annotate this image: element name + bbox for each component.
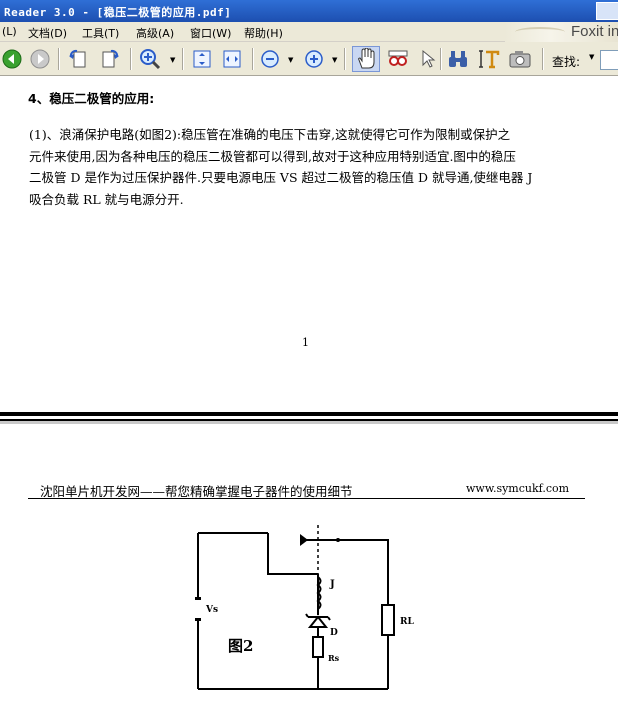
menu-item-document[interactable]: 文档(D) bbox=[28, 27, 68, 40]
window-title: Reader 3.0 - [稳压二极管的应用.pdf] bbox=[4, 6, 232, 19]
paragraph-line: 二极管 D 是作为过压保护器件.只要电源电压 VS 超过二极管的稳压值 D 就导… bbox=[29, 170, 533, 185]
header-rule bbox=[28, 498, 585, 499]
title-bar: Reader 3.0 - [稳压二极管的应用.pdf] bbox=[0, 0, 618, 22]
text-select-icon[interactable] bbox=[478, 47, 502, 71]
fit-page-icon[interactable] bbox=[190, 47, 214, 71]
forward-icon[interactable] bbox=[28, 47, 52, 71]
zoom-out-icon[interactable] bbox=[258, 47, 282, 71]
hand-tool-icon[interactable] bbox=[352, 46, 380, 72]
back-icon[interactable] bbox=[0, 47, 24, 71]
document-view[interactable]: 4、稳压二极管的应用: (1)、浪涌保护电路(如图2):稳压管在准确的电压下击穿… bbox=[0, 77, 618, 702]
select-arrow-icon[interactable] bbox=[416, 47, 440, 71]
label-j: J bbox=[329, 579, 335, 590]
zoom-in-icon[interactable] bbox=[138, 47, 162, 71]
label-vs: Vs bbox=[205, 605, 218, 615]
resistor-rs bbox=[312, 636, 324, 658]
toolbar: ▼ ▼ ▼ 查找: ▼ bbox=[0, 42, 618, 76]
menu-bar: (L) 文档(D) 工具(T) 高级(A) 窗口(W) 帮助(H) bbox=[0, 22, 618, 42]
page-separator bbox=[0, 412, 618, 421]
zoom-out-dropdown-icon[interactable]: ▼ bbox=[288, 56, 294, 64]
find-binoculars-icon[interactable] bbox=[446, 47, 470, 71]
resistor-rl bbox=[381, 604, 395, 636]
figure-label: 图2 bbox=[228, 637, 253, 655]
snapshot-glasses-icon[interactable] bbox=[386, 47, 410, 71]
find-options-icon[interactable]: ▼ bbox=[589, 53, 595, 61]
paragraph-line: (1)、浪涌保护电路(如图2):稳压管在准确的电压下击穿,这就使得它可作为限制或… bbox=[29, 127, 511, 142]
camera-icon[interactable] bbox=[508, 47, 532, 71]
menu-item-help[interactable]: 帮助(H) bbox=[244, 27, 283, 40]
fit-width-icon[interactable] bbox=[220, 47, 244, 71]
label-d: D bbox=[330, 628, 338, 638]
page-header-right: www.symcukf.com bbox=[466, 482, 570, 495]
foxit-logo: Foxit in bbox=[505, 22, 618, 42]
zoom-plus-icon[interactable] bbox=[302, 47, 326, 71]
rotate-right-icon[interactable] bbox=[98, 47, 122, 71]
window-control[interactable] bbox=[596, 2, 618, 20]
zener-diode-d bbox=[305, 613, 331, 637]
label-rs: Rs bbox=[328, 653, 340, 663]
relay-coil-j bbox=[316, 576, 322, 610]
page-shadow bbox=[0, 421, 618, 424]
paragraph: (1)、浪涌保护电路(如图2):稳压管在准确的电压下击穿,这就使得它可作为限制或… bbox=[29, 124, 589, 210]
section-heading: 4、稳压二极管的应用: bbox=[28, 91, 155, 106]
menu-item-tools[interactable]: 工具(T) bbox=[82, 27, 120, 40]
paragraph-line: 元件来使用,因为各种电压的稳压二极管都可以得到,故对于这种应用特别适宜.图中的稳… bbox=[29, 148, 516, 164]
zoom-plus-dropdown-icon[interactable]: ▼ bbox=[332, 56, 338, 64]
find-label: 查找: bbox=[552, 55, 581, 69]
page-number: 1 bbox=[302, 336, 309, 349]
paragraph-line: 吸合负载 RL 就与电源分开. bbox=[29, 191, 184, 207]
contact-arrow bbox=[300, 534, 308, 546]
menu-item-window[interactable]: 窗口(W) bbox=[190, 27, 232, 40]
label-rl: RL bbox=[400, 617, 414, 627]
foxit-logo-text: Foxit in bbox=[571, 23, 618, 40]
find-input[interactable] bbox=[600, 50, 618, 70]
menu-item-advanced[interactable]: 高级(A) bbox=[136, 27, 175, 40]
zoom-in-dropdown-icon[interactable]: ▼ bbox=[170, 56, 176, 64]
menu-item-file[interactable]: (L) bbox=[2, 25, 17, 38]
page-header-left: 沈阳单片机开发网——帮您精确掌握电子器件的使用细节 bbox=[40, 484, 353, 499]
rotate-left-icon[interactable] bbox=[66, 47, 90, 71]
circuit-diagram: Vs J RL D Rs 图2 bbox=[190, 517, 430, 702]
